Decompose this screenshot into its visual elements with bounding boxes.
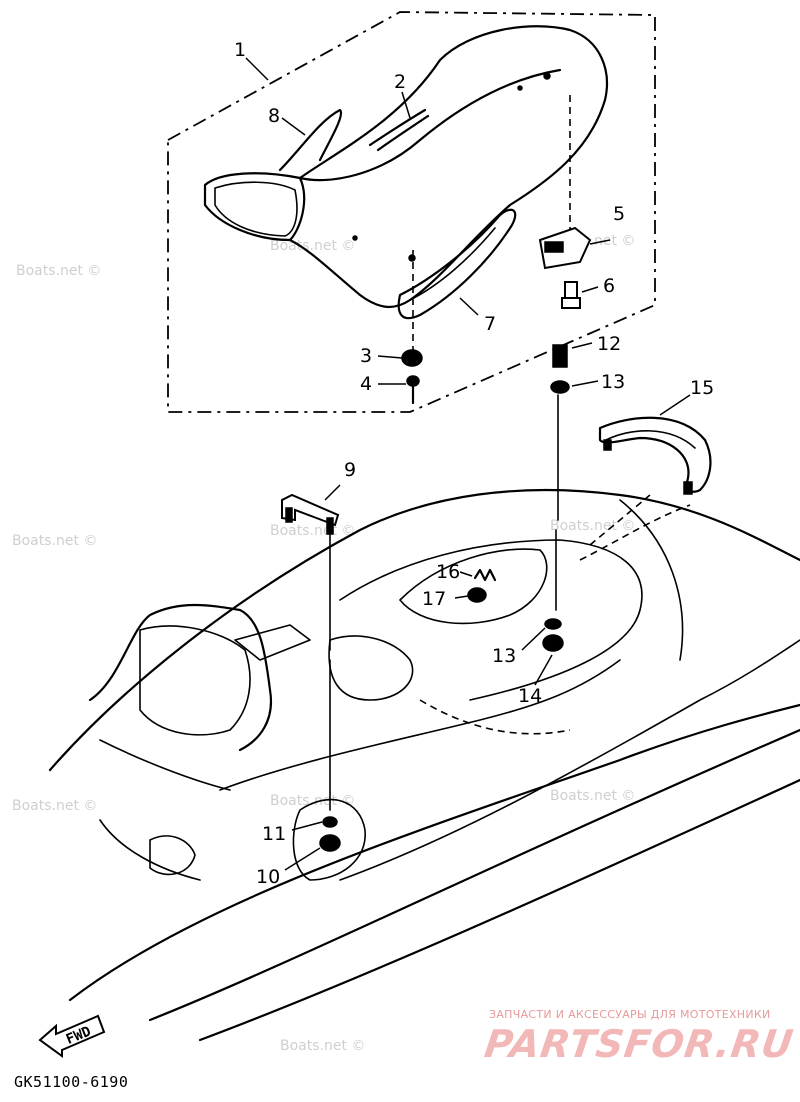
drawing-code: GK51100-6190 (14, 1073, 129, 1091)
hull (48, 488, 800, 1042)
collar-12 (552, 344, 568, 368)
damper-3 (401, 349, 423, 367)
nut-10 (319, 834, 341, 852)
callout-labels: 1 2 3 4 5 6 7 8 9 10 11 12 13 13 14 15 1… (234, 39, 714, 888)
callout-2: 2 (394, 71, 406, 93)
watermark-5: Boats.net © (270, 523, 355, 539)
washer-13-lower (544, 618, 562, 630)
washer-11 (322, 816, 338, 828)
callout-10: 10 (256, 866, 280, 888)
bolt-4 (406, 375, 420, 405)
watermark-2: Boats.net © (270, 238, 355, 254)
bracket-5 (538, 226, 592, 270)
callout-9: 9 (344, 459, 356, 481)
brand-tagline: ЗАПЧАСТИ И АКСЕССУАРЫ ДЛЯ МОТОТЕХНИКИ (489, 1008, 771, 1021)
watermarks: Boats.net © Boats.net © Boats.net © Boat… (12, 233, 635, 1054)
watermark-4: Boats.net © (12, 533, 97, 549)
watermark-10: Boats.net © (280, 1038, 365, 1054)
watermark-6: Boats.net © (550, 518, 635, 534)
seat (203, 25, 609, 320)
callout-12: 12 (597, 333, 621, 355)
washer-13-top (550, 380, 570, 394)
callout-13-top: 13 (601, 371, 625, 393)
spring-16 (473, 568, 497, 582)
cover-15 (598, 416, 712, 495)
callout-17: 17 (422, 588, 446, 610)
watermark-8: Boats.net © (270, 793, 355, 809)
callout-3: 3 (360, 345, 372, 367)
callout-4: 4 (360, 373, 372, 395)
callout-5: 5 (613, 203, 625, 225)
nut-17 (467, 587, 487, 603)
leader-lines (245, 57, 691, 871)
bolt-6 (561, 281, 581, 309)
seat-assembly-border (167, 11, 656, 413)
brand-logo: PARTSFOR.RU (481, 1022, 797, 1066)
callout-8: 8 (268, 105, 280, 127)
nut-14 (542, 634, 564, 652)
watermark-7: Boats.net © (12, 798, 97, 814)
callout-15: 15 (690, 377, 714, 399)
watermark-9: Boats.net © (550, 788, 635, 804)
hook-9 (281, 493, 340, 535)
callout-11: 11 (262, 823, 286, 845)
callout-1: 1 (234, 39, 246, 61)
callout-6: 6 (603, 275, 615, 297)
callout-13-lower: 13 (492, 645, 516, 667)
callout-7: 7 (484, 313, 496, 335)
fwd-arrow-icon: FWD (38, 1014, 106, 1058)
callout-16: 16 (436, 561, 460, 583)
watermark-1: Boats.net © (16, 263, 101, 279)
callout-14: 14 (518, 685, 542, 707)
